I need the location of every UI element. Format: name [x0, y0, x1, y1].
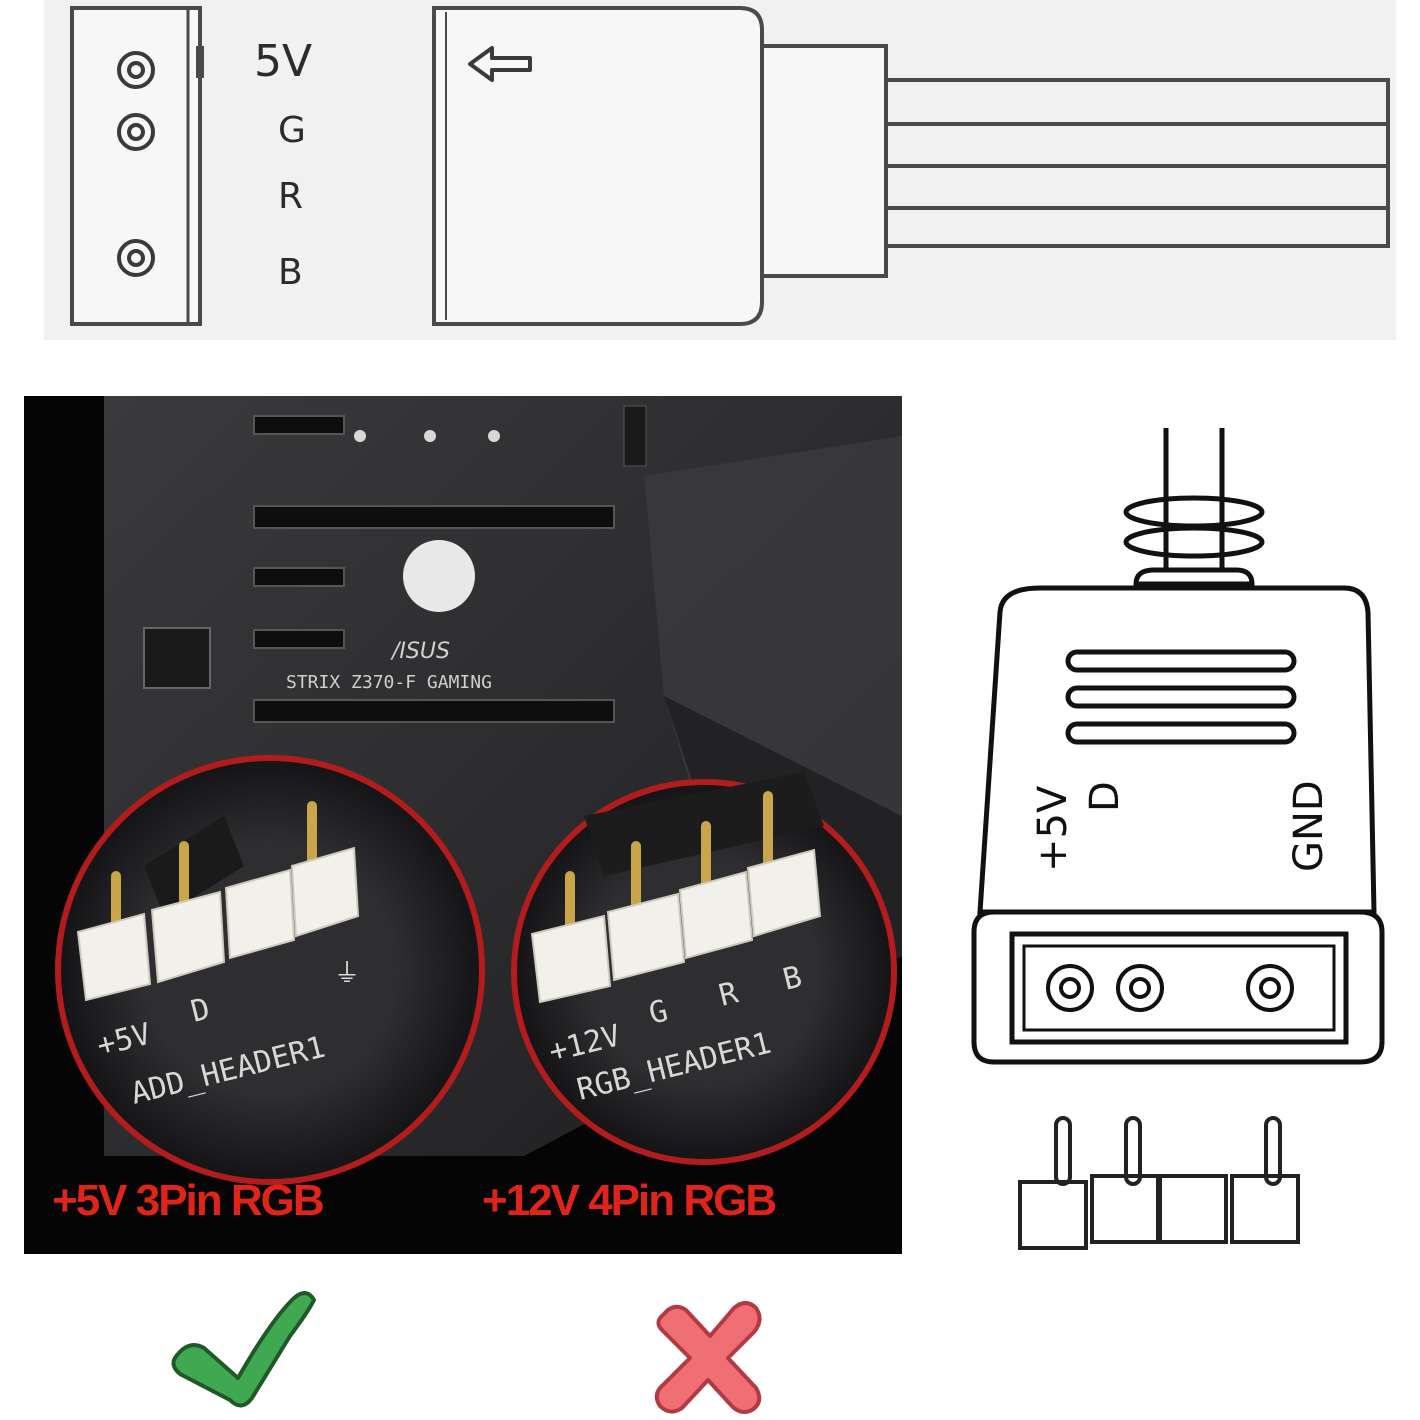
motherboard-illustration: /ISUS STRIX Z370-F GAMING +5V D ADD_HEAD…: [55, 396, 902, 1185]
caption-5v-3pin: +5V 3Pin RGB: [52, 1176, 325, 1225]
plug-pin-d: D: [1082, 781, 1128, 812]
ground-symbol-icon: ⏚: [334, 959, 360, 989]
four-pin-connector-drawing: [70, 6, 1390, 326]
plug-pin-5v: +5V: [1030, 785, 1076, 872]
pin-label-b: B: [278, 252, 303, 293]
add-header-magnifier: +5V D ADD_HEADER1 ⏚: [55, 755, 485, 1185]
pin-label-g: G: [278, 110, 306, 151]
check-mark-icon: [171, 1291, 316, 1408]
three-pin-plug-drawing: +5V D GND: [971, 428, 1385, 1250]
caption-12v-4pin: +12V 4Pin RGB: [482, 1176, 777, 1225]
pin-label-r: R: [278, 176, 304, 217]
board-brand-text: /ISUS: [390, 639, 450, 664]
rgb-header-magnifier: +12V G R B RGB_HEADER1: [511, 772, 897, 1165]
cross-mark-icon: [654, 1301, 762, 1414]
board-model-text: STRIX Z370-F GAMING: [286, 672, 492, 693]
motherboard-photo: /ISUS STRIX Z370-F GAMING +5V D ADD_HEAD…: [24, 396, 902, 1254]
plug-pin-gnd: GND: [1286, 780, 1332, 872]
pin-label-5v: 5V: [254, 36, 313, 87]
